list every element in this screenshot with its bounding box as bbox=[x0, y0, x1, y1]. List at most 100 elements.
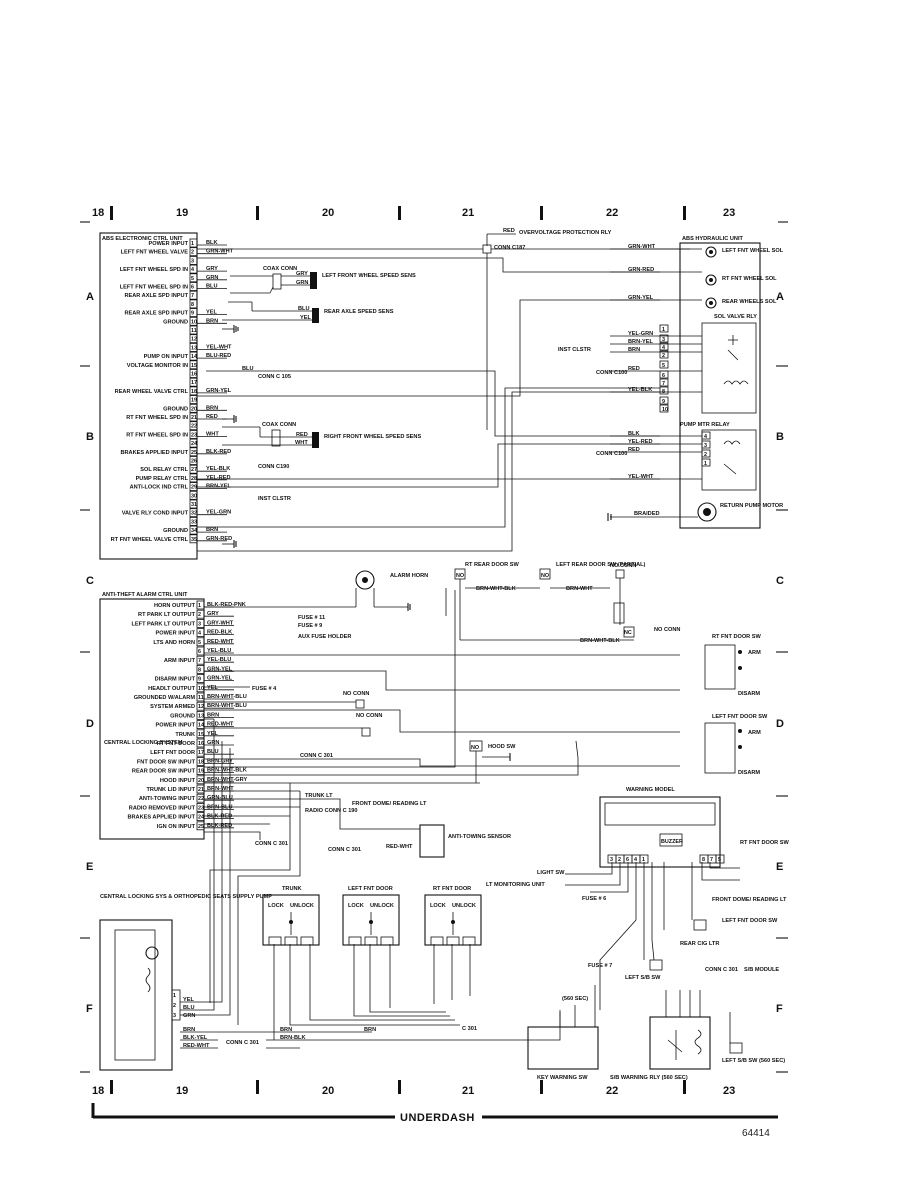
arm-label-2: ARM bbox=[748, 730, 761, 736]
abs-pin-box bbox=[189, 369, 198, 378]
left-rear-door-switch[interactable] bbox=[539, 568, 551, 580]
hydraulic-wire-label: BLK bbox=[628, 431, 640, 437]
abs-wire-label: GRN bbox=[206, 275, 218, 281]
abs-pin-label: LEFT FNT WHEEL SPD IN bbox=[120, 285, 188, 291]
alarm-pin-label: HORN OUTPUT bbox=[154, 603, 196, 609]
lt-monitor-label: LT MONITORING UNIT bbox=[486, 882, 545, 888]
buzzer-label: BUZZER bbox=[661, 839, 683, 845]
abs-pin-label: REAR AXLE SPD INPUT bbox=[124, 311, 188, 317]
abs-pin-box bbox=[189, 403, 198, 413]
lock-label: LOCK bbox=[430, 903, 446, 909]
alarm-wire-label: YEL-BLU bbox=[207, 657, 231, 663]
row-label-left: B bbox=[86, 431, 94, 443]
abs-pin-number: 1 bbox=[191, 241, 194, 247]
c301-label: C 301 bbox=[462, 1026, 477, 1032]
abs-pin-number: 19 bbox=[191, 398, 197, 404]
warning-pin-number: 3 bbox=[610, 857, 613, 863]
alarm-pin-label: RADIO REMOVED INPUT bbox=[129, 805, 196, 811]
abs-pin-number: 7 bbox=[191, 293, 194, 299]
abs-pin-box bbox=[189, 395, 198, 405]
actuator-pin-blocks bbox=[268, 912, 476, 946]
pump-relay-pin-number: 3 bbox=[704, 443, 707, 449]
abs-pin-box bbox=[189, 525, 198, 535]
wire-label: BLU bbox=[298, 306, 310, 312]
row-label-left: F bbox=[86, 1003, 93, 1015]
column-label-bottom: 21 bbox=[462, 1085, 474, 1097]
arm-label: ARM bbox=[748, 650, 761, 656]
conn-c100-label-b: CONN C100 bbox=[596, 451, 627, 457]
alarm-pin-number: 5 bbox=[198, 640, 201, 646]
abs-wire-label: GRN-RED bbox=[206, 536, 232, 542]
svg-text:2: 2 bbox=[173, 1003, 176, 1009]
alarm-pin-box bbox=[196, 766, 205, 775]
hydraulic-pin-number: 5 bbox=[662, 363, 665, 369]
abs-pin-label: GROUND bbox=[163, 528, 188, 534]
rt-fnt-door-actuator-label: RT FNT DOOR bbox=[433, 886, 471, 892]
abs-pin-number: 17 bbox=[191, 380, 197, 386]
warning-pin-number: 4 bbox=[634, 857, 637, 863]
pump-relay-pin-box bbox=[701, 431, 711, 440]
alarm-pin-box bbox=[196, 637, 205, 647]
abs-pin-box bbox=[189, 282, 198, 291]
abs-pin-number: 3 bbox=[191, 258, 194, 264]
rt-fnt-door-switch[interactable] bbox=[704, 644, 736, 690]
abs-pin-box bbox=[189, 247, 198, 257]
left-fnt-door-actuator-label: LEFT FNT DOOR bbox=[348, 886, 393, 892]
alarm-pin-box bbox=[196, 784, 205, 794]
hydraulic-pin-number: 1 bbox=[662, 327, 665, 333]
alarm-pin-box bbox=[196, 646, 205, 656]
wire-label: BRN-WHT-BLK bbox=[580, 638, 620, 644]
rear-axle-sensor-icon bbox=[312, 308, 319, 323]
left-fnt-door-switch[interactable] bbox=[704, 722, 736, 774]
column-label-bottom: 20 bbox=[322, 1085, 334, 1097]
alarm-pin-number: 3 bbox=[198, 621, 201, 627]
alarm-pin-label: RT FNT DOOR bbox=[157, 741, 195, 747]
coax-conn-label-2: COAX CONN bbox=[262, 422, 296, 428]
abs-wire-label: GRN-YEL bbox=[206, 388, 232, 394]
alarm-pin-label: TRUNK bbox=[175, 732, 195, 738]
actuator-pin-box bbox=[268, 936, 282, 946]
hydraulic-wire-label: GRN-WHT bbox=[628, 244, 656, 250]
abs-pin-number: 20 bbox=[191, 406, 197, 412]
abs-pin-number: 25 bbox=[191, 450, 197, 456]
alarm-wire-label: BRN bbox=[207, 712, 219, 718]
abs-pin-box bbox=[189, 517, 198, 526]
abs-pin-box bbox=[189, 456, 198, 465]
alarm-pin-label: POWER INPUT bbox=[156, 631, 196, 637]
alarm-pin-box bbox=[196, 600, 205, 610]
locking-wire-label: BRN bbox=[183, 1027, 195, 1033]
actuator-pin-box bbox=[380, 936, 394, 946]
abs-pin-number: 23 bbox=[191, 432, 197, 438]
trunk-lt-label: TRUNK LT bbox=[305, 793, 333, 799]
alarm-pin-box bbox=[196, 747, 205, 757]
wire-label: WHT bbox=[295, 440, 308, 446]
actuator-contact bbox=[451, 920, 455, 924]
abs-pin-label: BRAKES APPLIED INPUT bbox=[120, 450, 188, 456]
actuator-pin-box bbox=[446, 936, 460, 946]
alarm-pin-number: 6 bbox=[198, 649, 201, 655]
pump-relay-label: PUMP MTR RELAY bbox=[680, 422, 730, 428]
row-label-right: B bbox=[776, 431, 784, 443]
alarm-pin-number: 19 bbox=[198, 769, 204, 775]
row-label-left: C bbox=[86, 575, 94, 587]
alarm-pin-label: POWER INPUT bbox=[156, 723, 196, 729]
abs-pin-number: 2 bbox=[191, 250, 194, 256]
abs-pin-box bbox=[189, 499, 198, 509]
alarm-wire-label: YEL bbox=[207, 731, 218, 737]
row-label-right: D bbox=[776, 718, 784, 730]
alarm-pin-label: SYSTEM ARMED bbox=[150, 704, 195, 710]
hydraulic-wire-label: YEL-RED bbox=[628, 439, 653, 445]
alarm-pin-box bbox=[196, 665, 205, 674]
abs-pin-label: REAR WHEEL VALVE CTRL bbox=[115, 389, 189, 395]
alarm-wire-label: GRN bbox=[207, 740, 219, 746]
locking-wire-label: BRN-BLK bbox=[280, 1035, 305, 1041]
abs-pin-label: GROUND bbox=[163, 319, 188, 325]
alarm-pin-box bbox=[196, 720, 205, 729]
hydraulic-wire-label: RED bbox=[628, 447, 640, 453]
hydraulic-pin-box bbox=[659, 350, 669, 359]
alarm-pin-label: ARM INPUT bbox=[164, 658, 196, 664]
abs-pin-box bbox=[189, 421, 198, 431]
inst-clstr-label: INST CLSTR bbox=[258, 496, 291, 502]
key-warning-switch-box[interactable] bbox=[527, 1026, 599, 1070]
